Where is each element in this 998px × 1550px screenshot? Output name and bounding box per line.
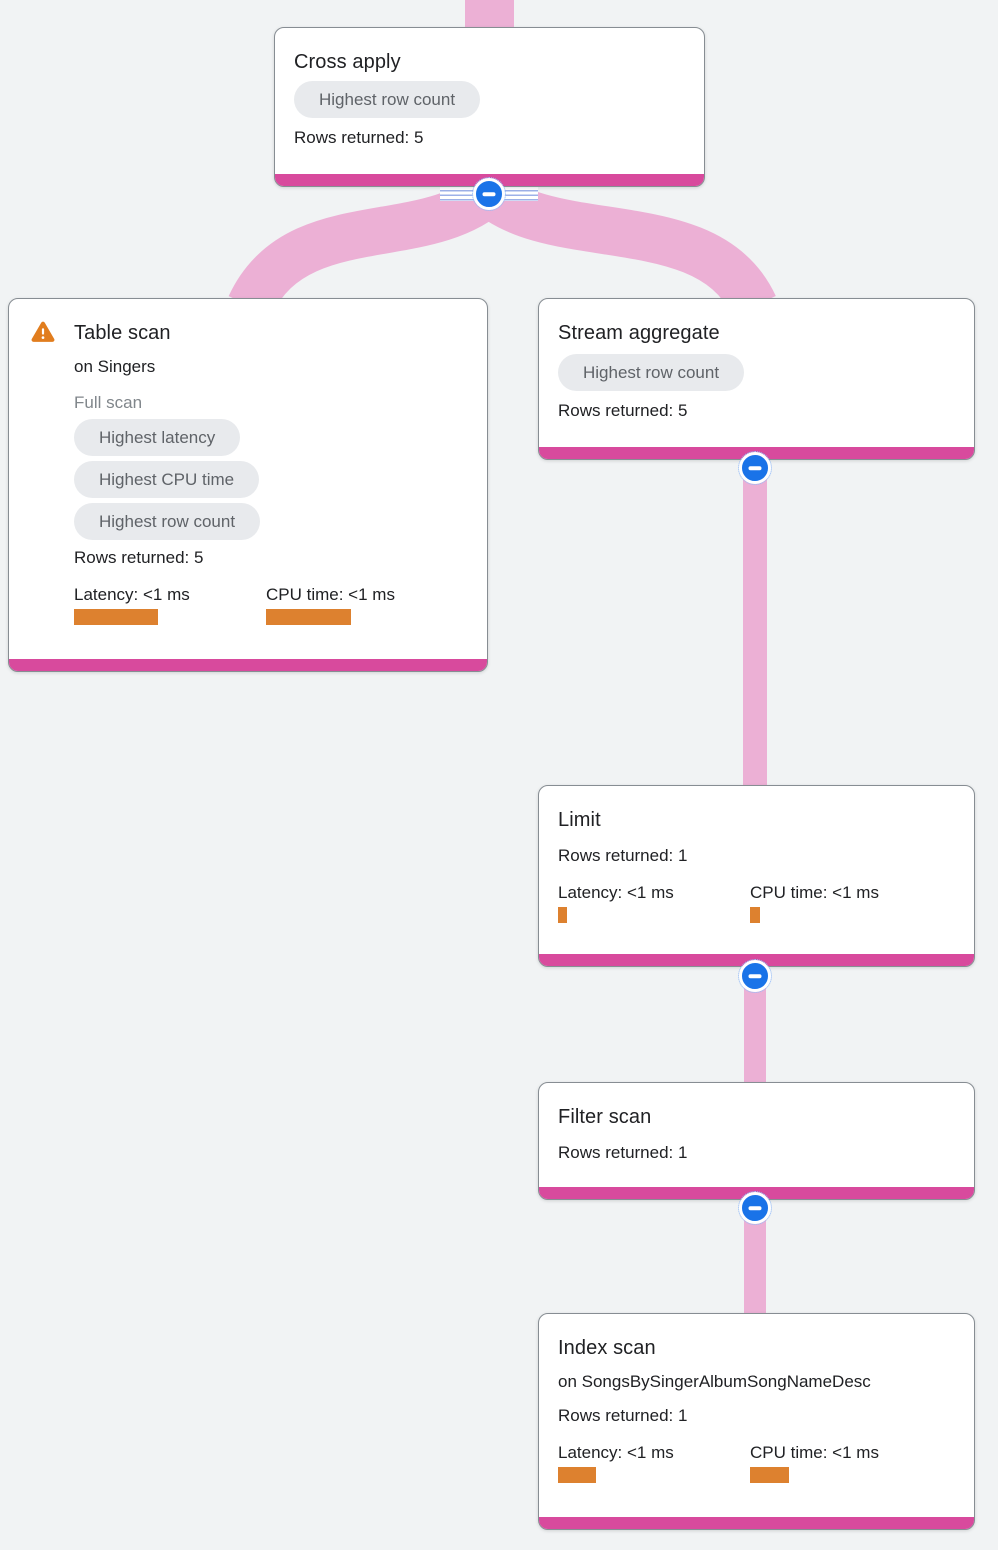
rows-returned-label: Rows returned: 1 — [558, 1406, 688, 1425]
badge-highest-row-count: Highest row count — [74, 503, 261, 540]
metrics-row: Latency: <1 ms CPU time: <1 ms — [558, 1441, 956, 1483]
cpu-time-label: CPU time: <1 ms — [750, 883, 879, 902]
minus-icon — [748, 1206, 762, 1210]
node-card-filter-scan[interactable]: Filter scan Rows returned: 1 — [538, 1082, 975, 1200]
node-title: Filter scan — [558, 1106, 652, 1128]
latency-metric: Latency: <1 ms — [74, 583, 266, 625]
rows-returned-label: Rows returned: 5 — [294, 128, 424, 147]
metrics-row: Latency: <1 ms CPU time: <1 ms — [74, 583, 469, 625]
cpu-time-metric: CPU time: <1 ms — [266, 583, 458, 625]
node-card-cross-apply[interactable]: Cross apply Highest row count Rows retur… — [274, 27, 705, 187]
latency-metric: Latency: <1 ms — [558, 1441, 750, 1483]
collapse-button-cross-apply[interactable] — [472, 177, 506, 211]
edge-cross-apply-to-table-scan — [228, 171, 508, 317]
latency-label: Latency: <1 ms — [74, 585, 190, 604]
cpu-time-metric: CPU time: <1 ms — [750, 881, 942, 923]
edge-filter-scan-to-index-scan — [744, 1194, 766, 1319]
node-card-limit[interactable]: Limit Rows returned: 1 Latency: <1 ms CP… — [538, 785, 975, 967]
badge-highest-cpu-time: Highest CPU time — [74, 461, 260, 498]
cpu-time-label: CPU time: <1 ms — [750, 1443, 879, 1462]
node-title: Limit — [558, 809, 601, 831]
node-card-stream-aggregate[interactable]: Stream aggregate Highest row count Rows … — [538, 298, 975, 460]
rows-returned-label: Rows returned: 1 — [558, 1143, 688, 1162]
badge-highest-row-count: Highest row count — [558, 354, 745, 391]
collapse-button-filter-scan[interactable] — [738, 1191, 772, 1225]
minus-icon — [482, 192, 496, 196]
badge-highest-latency: Highest latency — [74, 419, 241, 456]
cpu-time-bar — [266, 609, 351, 625]
collapse-button-limit[interactable] — [738, 959, 772, 993]
node-title: Stream aggregate — [558, 322, 720, 344]
badge-list: Highest latency Highest CPU time Highest… — [74, 419, 469, 540]
node-scan-type: Full scan — [74, 393, 143, 412]
badge-highest-row-count: Highest row count — [294, 81, 481, 118]
edge-cross-apply-to-stream-aggregate — [469, 171, 776, 318]
edge-into-cross-apply — [465, 0, 514, 30]
node-title: Table scan — [74, 322, 171, 344]
badge-list: Highest row count — [558, 354, 956, 391]
cpu-time-label: CPU time: <1 ms — [266, 585, 395, 604]
node-accent-bar — [9, 659, 487, 671]
node-subtitle: on Singers — [74, 357, 156, 376]
edge-stream-aggregate-to-limit — [743, 452, 767, 792]
rows-returned-label: Rows returned: 5 — [74, 548, 204, 567]
badge-list: Highest row count — [294, 81, 686, 118]
warning-icon — [31, 321, 55, 343]
latency-bar — [558, 1467, 596, 1483]
rows-returned-label: Rows returned: 1 — [558, 846, 688, 865]
node-title: Index scan — [558, 1337, 656, 1359]
latency-bar — [74, 609, 158, 625]
node-card-table-scan[interactable]: Table scan on Singers Full scan Highest … — [8, 298, 488, 672]
cpu-time-bar — [750, 1467, 789, 1483]
minus-icon — [748, 974, 762, 978]
latency-label: Latency: <1 ms — [558, 1443, 674, 1462]
metrics-row: Latency: <1 ms CPU time: <1 ms — [558, 881, 956, 923]
rows-returned-label: Rows returned: 5 — [558, 401, 688, 420]
cpu-time-metric: CPU time: <1 ms — [750, 1441, 942, 1483]
latency-bar — [558, 907, 567, 923]
collapse-button-stream-aggregate[interactable] — [738, 451, 772, 485]
node-accent-bar — [539, 1517, 974, 1529]
node-title: Cross apply — [294, 51, 401, 73]
minus-icon — [748, 466, 762, 470]
cpu-time-bar — [750, 907, 760, 923]
latency-label: Latency: <1 ms — [558, 883, 674, 902]
node-card-index-scan[interactable]: Index scan on SongsBySingerAlbumSongName… — [538, 1313, 975, 1530]
node-subtitle: on SongsBySingerAlbumSongNameDesc — [558, 1372, 871, 1391]
latency-metric: Latency: <1 ms — [558, 881, 750, 923]
